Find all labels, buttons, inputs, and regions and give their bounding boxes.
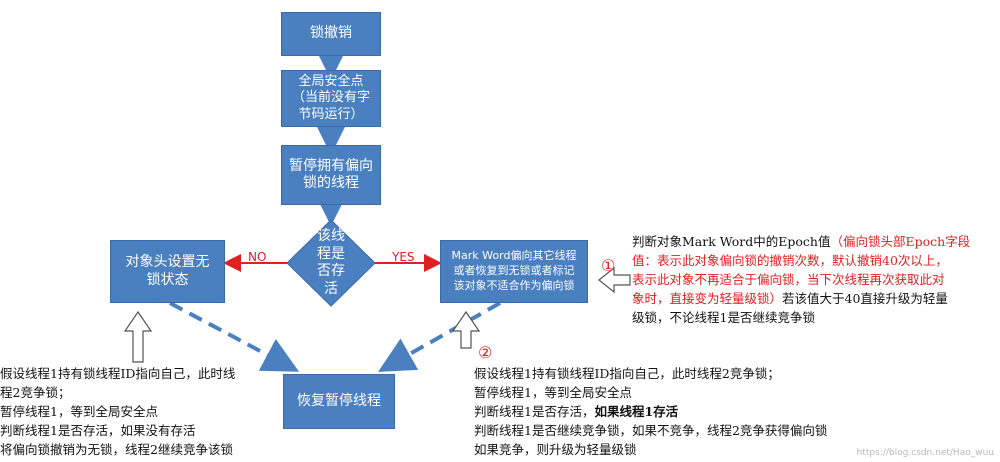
note2-line4: 判断线程1是否继续竞争锁，如果不竞争，线程2竞争获得偏向锁 <box>474 423 828 438</box>
hollow-arrow-up <box>123 310 153 363</box>
note2-marker: ② <box>478 343 493 362</box>
note2-line3b: 如果线程1存活 <box>594 404 679 419</box>
edge-label-no: NO <box>248 250 267 264</box>
note1-marker: ① <box>601 256 616 275</box>
hollow-arrow-up-2 <box>451 310 481 349</box>
note1-line1a: 判断对象Mark Word中的Epoch值 <box>632 234 831 249</box>
node-safepoint: 全局安全点 （当前没有字 节码运行） <box>281 70 381 127</box>
note1-line2: 值：表示此对象偏向锁的撤销次数，默认撤销40次以上， <box>632 253 948 268</box>
note1-line4b: 若该值大于40直接升级为轻量 <box>782 291 948 306</box>
note3-line3: 暂停线程1，等到全局安全点 <box>0 404 158 419</box>
hollow-arrow-left <box>598 266 631 294</box>
note3-line1: 假设线程1持有锁线程ID指向自己，此时线 <box>0 366 236 381</box>
note3-line5: 将偏向锁撤销为无锁，线程2继续竞争该锁 <box>0 442 233 457</box>
note1-line5: 级锁，不论线程1是否继续竞争锁 <box>632 310 815 325</box>
node-resume: 恢复暂停线程 <box>283 374 395 429</box>
decision-label: 该线 程是 否存 活 <box>317 228 345 297</box>
note2-line5: 如果竞争，则升级为轻量级锁 <box>474 442 637 457</box>
note1: 判断对象Mark Word中的Epoch值（偏向锁头部Epoch字段 值：表示此… <box>632 232 970 327</box>
node-pause: 暂停拥有偏向 锁的线程 <box>281 145 381 205</box>
edge-label-yes: YES <box>392 250 415 264</box>
note2-line3a: 判断线程1是否存活， <box>474 404 595 419</box>
note3-line2: 程2竞争锁； <box>0 385 71 400</box>
note3-line4: 判断线程1是否存活，如果没有存活 <box>0 423 196 438</box>
note2-line1: 假设线程1持有锁线程ID指向自己，此时线程2竞争锁； <box>474 366 780 381</box>
note1-line1b: （偏向锁头部Epoch字段 <box>830 234 971 249</box>
decision-diamond <box>286 219 376 307</box>
note3: 假设线程1持有锁线程ID指向自己，此时线 程2竞争锁； 暂停线程1，等到全局安全… <box>0 364 235 459</box>
node-markword: Mark Word偏向其它线程 或者恢复到无锁或者标记 该对象不适合作为偏向锁 <box>440 240 588 303</box>
arrow-lockfree-to-resume <box>169 301 300 372</box>
node-set-lockfree: 对象头设置无 锁状态 <box>110 240 225 303</box>
note2: 假设线程1持有锁线程ID指向自己，此时线程2竞争锁； 暂停线程1，等到全局安全点… <box>474 364 827 459</box>
note1-line3: 表示此对象不再适合于偏向锁，当下次线程再次获取此对 <box>632 272 945 287</box>
note1-line4a: 象时，直接变为轻量级锁） <box>632 291 783 306</box>
note2-line2: 暂停线程1，等到全局安全点 <box>474 385 632 400</box>
arrow-markword-to-resume <box>378 301 501 372</box>
watermark: https://blog.csdn.net/Hao_wuu <box>856 448 994 458</box>
node-unlock: 锁撤销 <box>281 12 381 56</box>
